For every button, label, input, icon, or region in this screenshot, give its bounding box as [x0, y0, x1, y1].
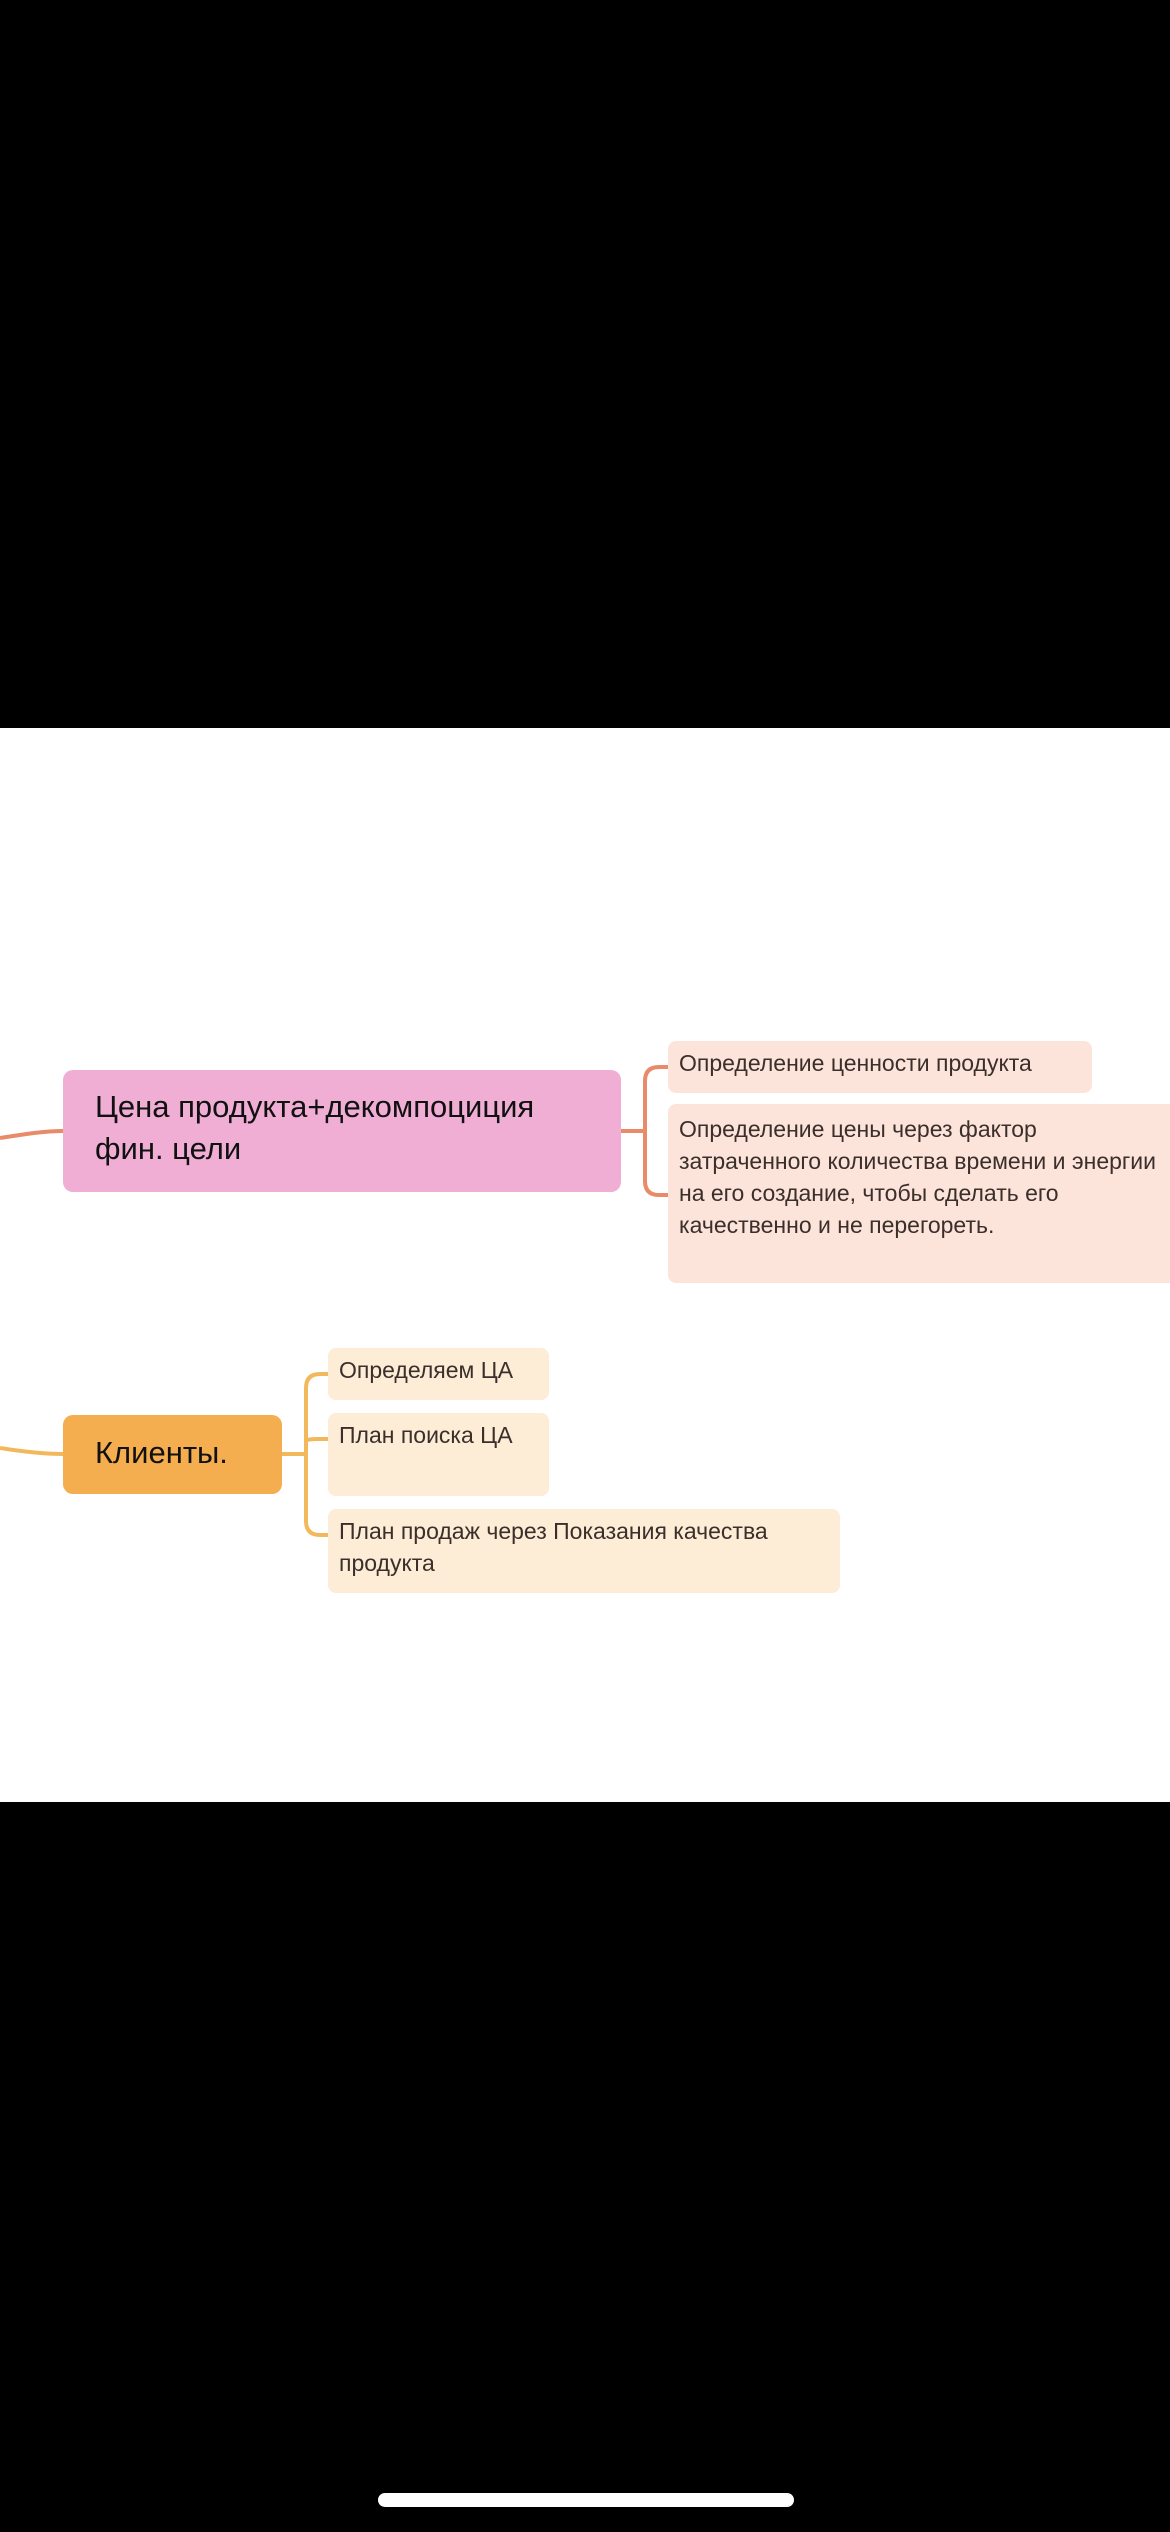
connector-price-to-value [643, 1065, 668, 1131]
connector-price-to-factor [643, 1131, 668, 1197]
node-search-ta[interactable]: План поиска ЦА [328, 1413, 549, 1496]
connector-clients-to-search [304, 1437, 328, 1454]
mindmap-canvas[interactable]: Цена продукта+декомпоциция фин. цели Опр… [0, 728, 1170, 1802]
connector-root-to-price [0, 1129, 64, 1140]
node-value-definition[interactable]: Определение ценности продукта [668, 1041, 1092, 1093]
node-sales-plan[interactable]: План продаж через Показания качества про… [328, 1509, 840, 1593]
node-clients[interactable]: Клиенты. [63, 1415, 282, 1494]
connector-lines [0, 1065, 668, 1537]
node-define-ta[interactable]: Определяем ЦА [328, 1348, 549, 1400]
node-price-factor[interactable]: Определение цены через фактор затраченно… [668, 1104, 1170, 1283]
home-indicator[interactable] [378, 2493, 794, 2507]
node-price-decomposition[interactable]: Цена продукта+декомпоциция фин. цели [63, 1070, 621, 1192]
connector-root-to-clients [0, 1446, 64, 1456]
connector-clients-to-define [304, 1372, 328, 1454]
connector-clients-to-sales [304, 1454, 328, 1537]
